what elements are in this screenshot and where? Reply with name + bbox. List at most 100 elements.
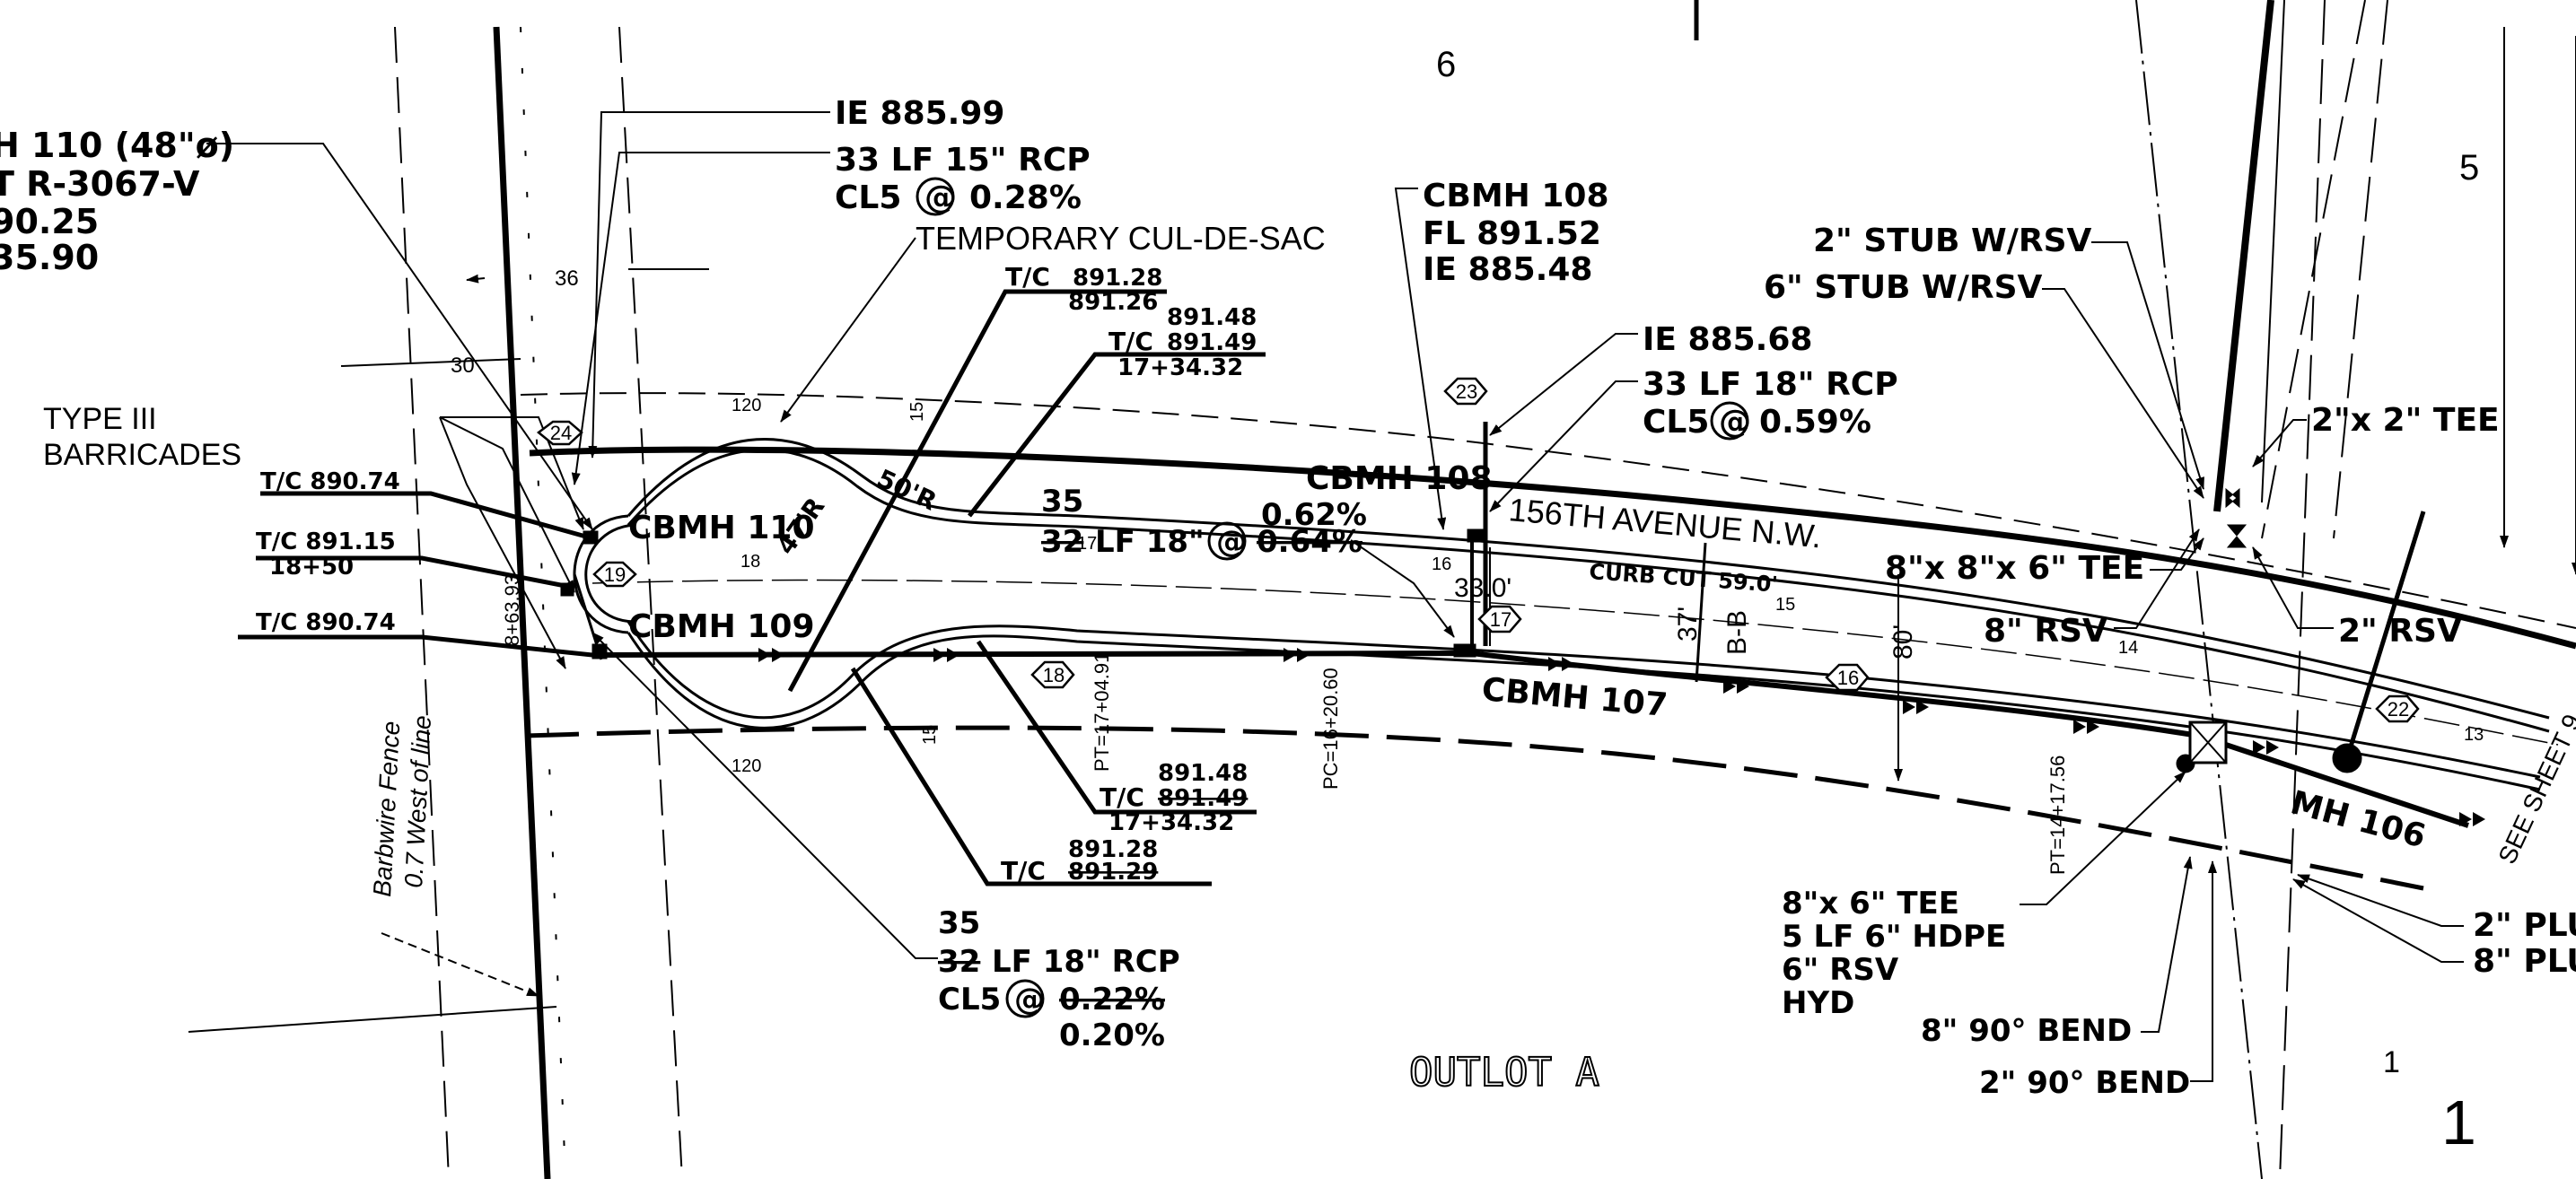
tc-top-1-prefix: T/C [1005, 262, 1050, 292]
station-pc: PC=16+20.60 [1319, 668, 1342, 790]
cbmh108-callout-ie: IE 885.48 [1423, 251, 1592, 288]
tc-left-2-station: 18+50 [269, 554, 354, 581]
pipe-15-label: 33 LF 15" RCP [835, 142, 1091, 179]
pipe-bottom-new-slope: 0.20% [1059, 1017, 1165, 1053]
ie-885-68-label: IE 885.68 [1643, 321, 1812, 358]
hex-tag-label: 24 [550, 422, 572, 444]
mh110-line-1: H 110 (48"ø) [0, 126, 234, 165]
pipe-mid-size: LF 18" [1095, 524, 1205, 560]
cul-de-sac-label: TEMPORARY CUL-DE-SAC [916, 220, 1326, 257]
cbmh108-mid-slope: 0.62% [1261, 497, 1367, 533]
pipe-bottom-new-length: 35 [938, 905, 980, 941]
tc-bot-2-prefix: T/C [1001, 856, 1046, 886]
cbmh108-callout-fl: FL 891.52 [1423, 215, 1601, 252]
dim-16: 16 [1432, 555, 1451, 574]
hex-tag-24 [536, 420, 583, 446]
row-lines [394, 0, 2576, 1179]
tc-top-2-prefix: T/C [1108, 327, 1153, 356]
water-main [529, 446, 2576, 650]
hex-tag-17 [1477, 605, 1522, 633]
station-left: 8+63.93 [501, 574, 523, 646]
mh110-line-4: 35.90 [0, 238, 99, 277]
tc-top-2-old: 891.49 [1167, 329, 1257, 356]
cbmh109-label: CBMH 109 [628, 608, 815, 645]
pipe-15-slope: 0.28% [969, 179, 1082, 216]
tc-left-1: T/C 890.74 [260, 468, 400, 495]
pipe-18-right-slope: 0.59% [1759, 404, 1871, 441]
tc-bot-1-new: 891.48 [1158, 760, 1248, 787]
dim-15-mid: 15 [1775, 595, 1795, 615]
dim-14: 14 [2118, 638, 2138, 658]
ie-885-99-label: IE 885.99 [835, 95, 1004, 132]
dim-30: 30 [451, 354, 475, 378]
hex-tag-22 [2375, 694, 2420, 723]
tee-2x2-label: 2"x 2" TEE [2311, 402, 2500, 439]
hydrant-line-3: 6" RSV [1782, 952, 1899, 988]
plug-2-label: 2" PLU [2473, 907, 2576, 944]
barricades-line-2: BARRICADES [43, 438, 241, 472]
tc-top-2-station: 17+34.32 [1117, 354, 1243, 381]
bend-8-label: 8" 90° BEND [1921, 1013, 2132, 1049]
pipe-18-right-at: @ [1719, 404, 1751, 441]
pipe-18-right-class: CL5 [1643, 404, 1709, 441]
tc-left-3: T/C 890.74 [256, 609, 396, 636]
tc-bot-1-station: 17+34.32 [1108, 809, 1234, 836]
cbmh107-label: CBMH 107 [1480, 671, 1669, 724]
dim-18: 18 [740, 552, 760, 572]
rsv-2-label: 2" RSV [2338, 613, 2462, 650]
tc-bot-1-prefix: T/C [1100, 782, 1144, 812]
tc-leaders [238, 289, 2426, 886]
hex-tag-23 [1443, 377, 1488, 406]
hex-tag-label: 19 [604, 563, 626, 586]
pipe-mid-old-length: 32 [1041, 524, 1083, 560]
rsv-8-label: 8" RSV [1984, 613, 2107, 650]
labels: 6 5 1 1 H 110 (48"ø) T R-3067-V 90.25 35… [0, 45, 2576, 1157]
dim-37: 37' [1673, 607, 1703, 642]
tc-bot-2-new: 891.28 [1068, 836, 1158, 863]
at-circles [916, 177, 1749, 1018]
pipe-mid-new-length: 35 [1041, 484, 1083, 520]
tc-top-1-new: 891.26 [1068, 289, 1158, 316]
sheet-number-5: 5 [2459, 148, 2479, 188]
dim-80: 80' [1888, 624, 1918, 659]
property-lines [493, 0, 2285, 1179]
pipe-18-right-label: 33 LF 18" RCP [1643, 366, 1898, 403]
hex-tag-label: 17 [1490, 608, 1511, 631]
hydrant-line-4: HYD [1782, 985, 1854, 1021]
cbmh108-callout-title: CBMH 108 [1423, 178, 1609, 214]
hex-tag-label: 23 [1456, 380, 1477, 403]
hex-tag-16 [1825, 663, 1870, 692]
mh106-label: MH 106 [2287, 784, 2430, 855]
stub-6-label: 6" STUB W/RSV [1764, 269, 2043, 306]
tee-886-label: 8"x 8"x 6" TEE [1885, 550, 2144, 587]
hex-tag-label: 22 [2388, 698, 2409, 720]
hex-tag-18 [1030, 660, 1075, 689]
hex-tag-label: 16 [1837, 667, 1859, 689]
tc-bot-1-old: 891.49 [1158, 785, 1248, 812]
dim-17: 17 [1077, 534, 1097, 554]
tc-bot-2-old: 891.29 [1068, 859, 1158, 886]
station-pt-2: PT=14+17.56 [2046, 755, 2069, 875]
leader-lines [188, 27, 2576, 1082]
sheet-number-1-large: 1 [2441, 1087, 2476, 1157]
dim-15-bottom: 15 [920, 725, 940, 745]
dim-33: 33.0' [1454, 573, 1511, 603]
pipe-bottom-class: CL5 [938, 982, 1001, 1017]
pipe-bottom-size: LF 18" RCP [992, 944, 1180, 980]
barricades-line-1: TYPE III [43, 402, 157, 436]
cbmh110-label: CBMH 110 [628, 510, 815, 546]
pipe-mid-slope: 0.64% [1257, 524, 1362, 560]
hex-tag-label: 18 [1043, 664, 1065, 686]
dim-36: 36 [555, 266, 579, 291]
bend-2-label: 2" 90° BEND [1979, 1065, 2190, 1101]
mh110-line-2: T R-3067-V [0, 164, 200, 204]
curb-cut-label: CURB CUT 59.0' [1589, 559, 1779, 598]
outlot-label: OUTLOT A [1409, 1050, 1599, 1096]
pipe-bottom-old-slope: 0.22% [1059, 982, 1165, 1017]
hex-tags [536, 377, 2420, 723]
pipe-15-class: CL5 [835, 179, 901, 216]
dim-120-top: 120 [732, 396, 761, 415]
fence-line-2: 0.7 West of line [399, 714, 436, 888]
station-pt-1: PT=17+04.91 [1091, 652, 1113, 772]
